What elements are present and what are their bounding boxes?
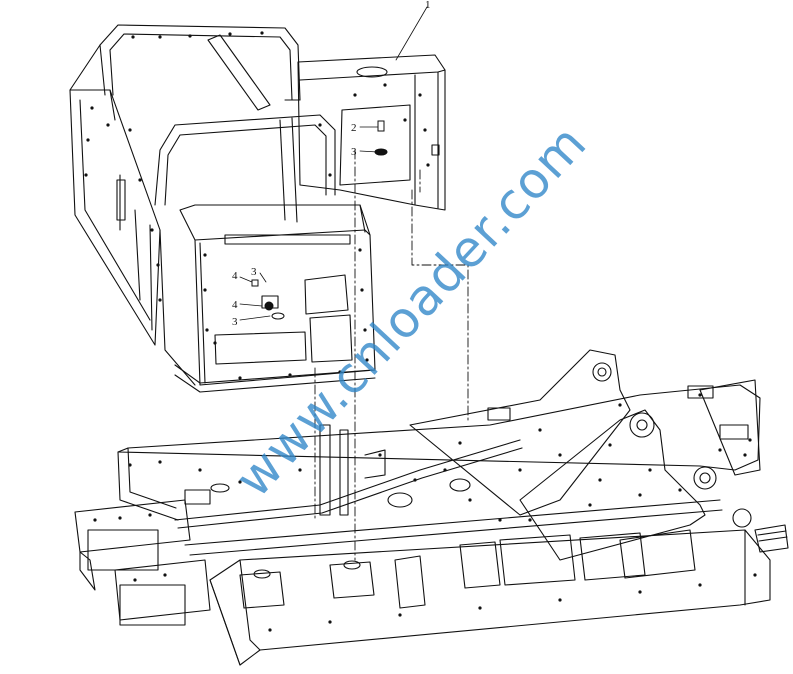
callout-part-2: 2 [351, 122, 357, 134]
bolt-hole [238, 376, 242, 380]
bolt-hole [158, 298, 162, 302]
bolt-hole [93, 518, 97, 522]
bolt-hole [158, 35, 162, 39]
bolt-hole [418, 93, 422, 97]
bolt-hole [298, 468, 302, 472]
bolt-hole [128, 128, 132, 132]
bolt-hole [106, 123, 110, 127]
bolt-hole [538, 428, 542, 432]
bolt-hole [128, 463, 132, 467]
bolt-hole [558, 598, 562, 602]
bolt-hole [86, 138, 90, 142]
callout-leaders [240, 7, 427, 320]
bolt-hole [353, 93, 357, 97]
bolt-hole [163, 573, 167, 577]
bolt-hole [443, 468, 447, 472]
bolt-hole [360, 288, 364, 292]
bolt-hole [260, 31, 264, 35]
callout-part-3: 3 [351, 146, 357, 158]
bolt-hole [358, 248, 362, 252]
bolt-hole [150, 228, 154, 232]
bolt-hole [468, 498, 472, 502]
callout-part-4: 4 [232, 270, 238, 282]
bolt-hole [238, 480, 242, 484]
callout-labels: 1 2 3 4 3 4 3 [232, 0, 431, 328]
bolt-hole [90, 106, 94, 110]
chassis-frame-assembly [75, 350, 788, 665]
hardware-symbols [252, 121, 387, 319]
bolt-hole [718, 448, 722, 452]
bolt-hole [268, 628, 272, 632]
bolt-hole [148, 513, 152, 517]
bolt-hole [133, 578, 137, 582]
bolt-hole [228, 32, 232, 36]
bolt-hole [748, 438, 752, 442]
bolt-hole [588, 503, 592, 507]
bolt-hole [138, 178, 142, 182]
callout-part-1: 1 [425, 0, 431, 11]
bolt-hole [318, 123, 322, 127]
watermark-text: www.cnloader.com [224, 114, 597, 509]
bolt-hole [203, 253, 207, 257]
alignment-centerlines [315, 150, 468, 560]
bolt-hole [698, 583, 702, 587]
bolt-hole [363, 328, 367, 332]
callout-part-3: 3 [251, 266, 257, 278]
hood-frame-assembly [70, 25, 445, 392]
bolt-hole [213, 341, 217, 345]
bolt-hole [638, 590, 642, 594]
bolt-hole [365, 358, 369, 362]
bolt-hole [608, 443, 612, 447]
bolt-hole [426, 163, 430, 167]
bolt-hole [156, 263, 160, 267]
bolt-hole [528, 518, 532, 522]
bolt-hole [698, 393, 702, 397]
bolt-hole [84, 173, 88, 177]
bolt-hole [118, 516, 122, 520]
bolt-hole [403, 118, 407, 122]
bolt-hole [638, 493, 642, 497]
bolt-hole [288, 373, 292, 377]
bolt-holes [84, 31, 757, 632]
bolt-hole [398, 613, 402, 617]
bolt-hole [188, 34, 192, 38]
bolt-hole [423, 128, 427, 132]
bolt-hole [598, 478, 602, 482]
bolt-hole [198, 468, 202, 472]
bolt-hole [478, 606, 482, 610]
bolt-hole [205, 328, 209, 332]
bolt-hole [518, 468, 522, 472]
callout-part-4: 4 [232, 299, 238, 311]
bolt-hole [203, 288, 207, 292]
bolt-hole [338, 370, 342, 374]
bolt-hole [413, 478, 417, 482]
bolt-hole [678, 488, 682, 492]
bolt-hole [158, 460, 162, 464]
bolt-hole [328, 173, 332, 177]
bolt-hole [378, 453, 382, 457]
bolt-hole [558, 453, 562, 457]
bolt-hole [743, 453, 747, 457]
bolt-hole [618, 403, 622, 407]
callout-part-3: 3 [232, 316, 238, 328]
bolt-hole [328, 620, 332, 624]
bolt-hole [498, 518, 502, 522]
bolt-hole [458, 441, 462, 445]
bolt-hole [753, 573, 757, 577]
bolt-hole [648, 468, 652, 472]
bolt-hole [131, 35, 135, 39]
bolt-hole [383, 83, 387, 87]
